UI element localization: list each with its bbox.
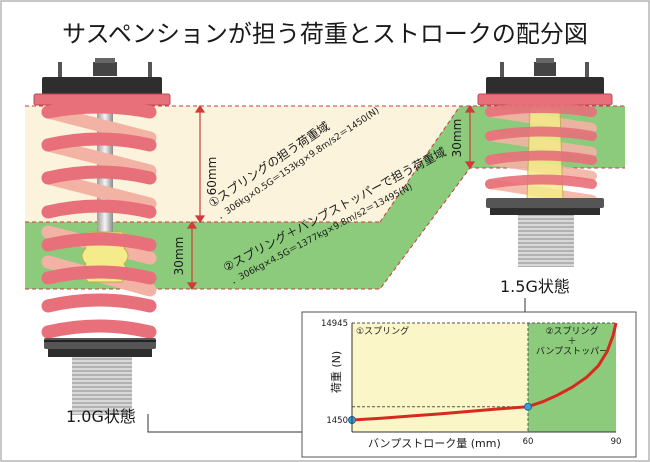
left-shock-absorber [33,58,171,415]
x-axis-label: バンプストローク量 (mm) [368,437,501,450]
dim-60mm: 60mm [205,157,219,196]
lower-spring-seat [48,349,152,357]
x-tick-label: 60 [523,437,534,447]
chart-region-label-1: ①スプリング [356,325,409,337]
chart-region-label-2: バンプストッパー [536,346,608,357]
y-tick-label: 14945 [321,319,348,329]
upper-mount [42,77,162,95]
y-tick-label: 1450 [326,416,348,426]
top-nut [534,62,556,76]
top-nut [93,62,117,76]
lower-spring-seat [490,208,600,215]
state-1-5g-label: 1.5G状態 [500,277,570,296]
shock-body [72,357,132,415]
x-tick-label: 90 [611,437,622,447]
chart-point-2 [524,402,532,411]
dim-30mm-right: 30mm [450,119,464,158]
upper-mount [486,77,604,95]
dim-30mm-left: 30mm [172,237,186,276]
chart-region-label-2: ＋ [567,336,576,347]
chart-region-2 [528,323,616,432]
right-shock-absorber [477,58,613,267]
load-stroke-chart: ①スプリング ②スプリング＋バンプストッパー 14945 1450 60 90 荷重 (… [301,311,637,458]
chart-region-label-2: ②スプリング [545,325,598,337]
load-curve [351,322,618,422]
page-title: サスペンションが担う荷重とストロークの配分図 [62,20,588,48]
state-1-0g-label: 1.0G状態 [66,407,136,426]
shock-body [518,215,574,267]
chart-region-1 [352,323,528,432]
y-axis-label: 荷重 (N) [329,351,343,393]
bumpstop-zone-band [25,106,625,289]
